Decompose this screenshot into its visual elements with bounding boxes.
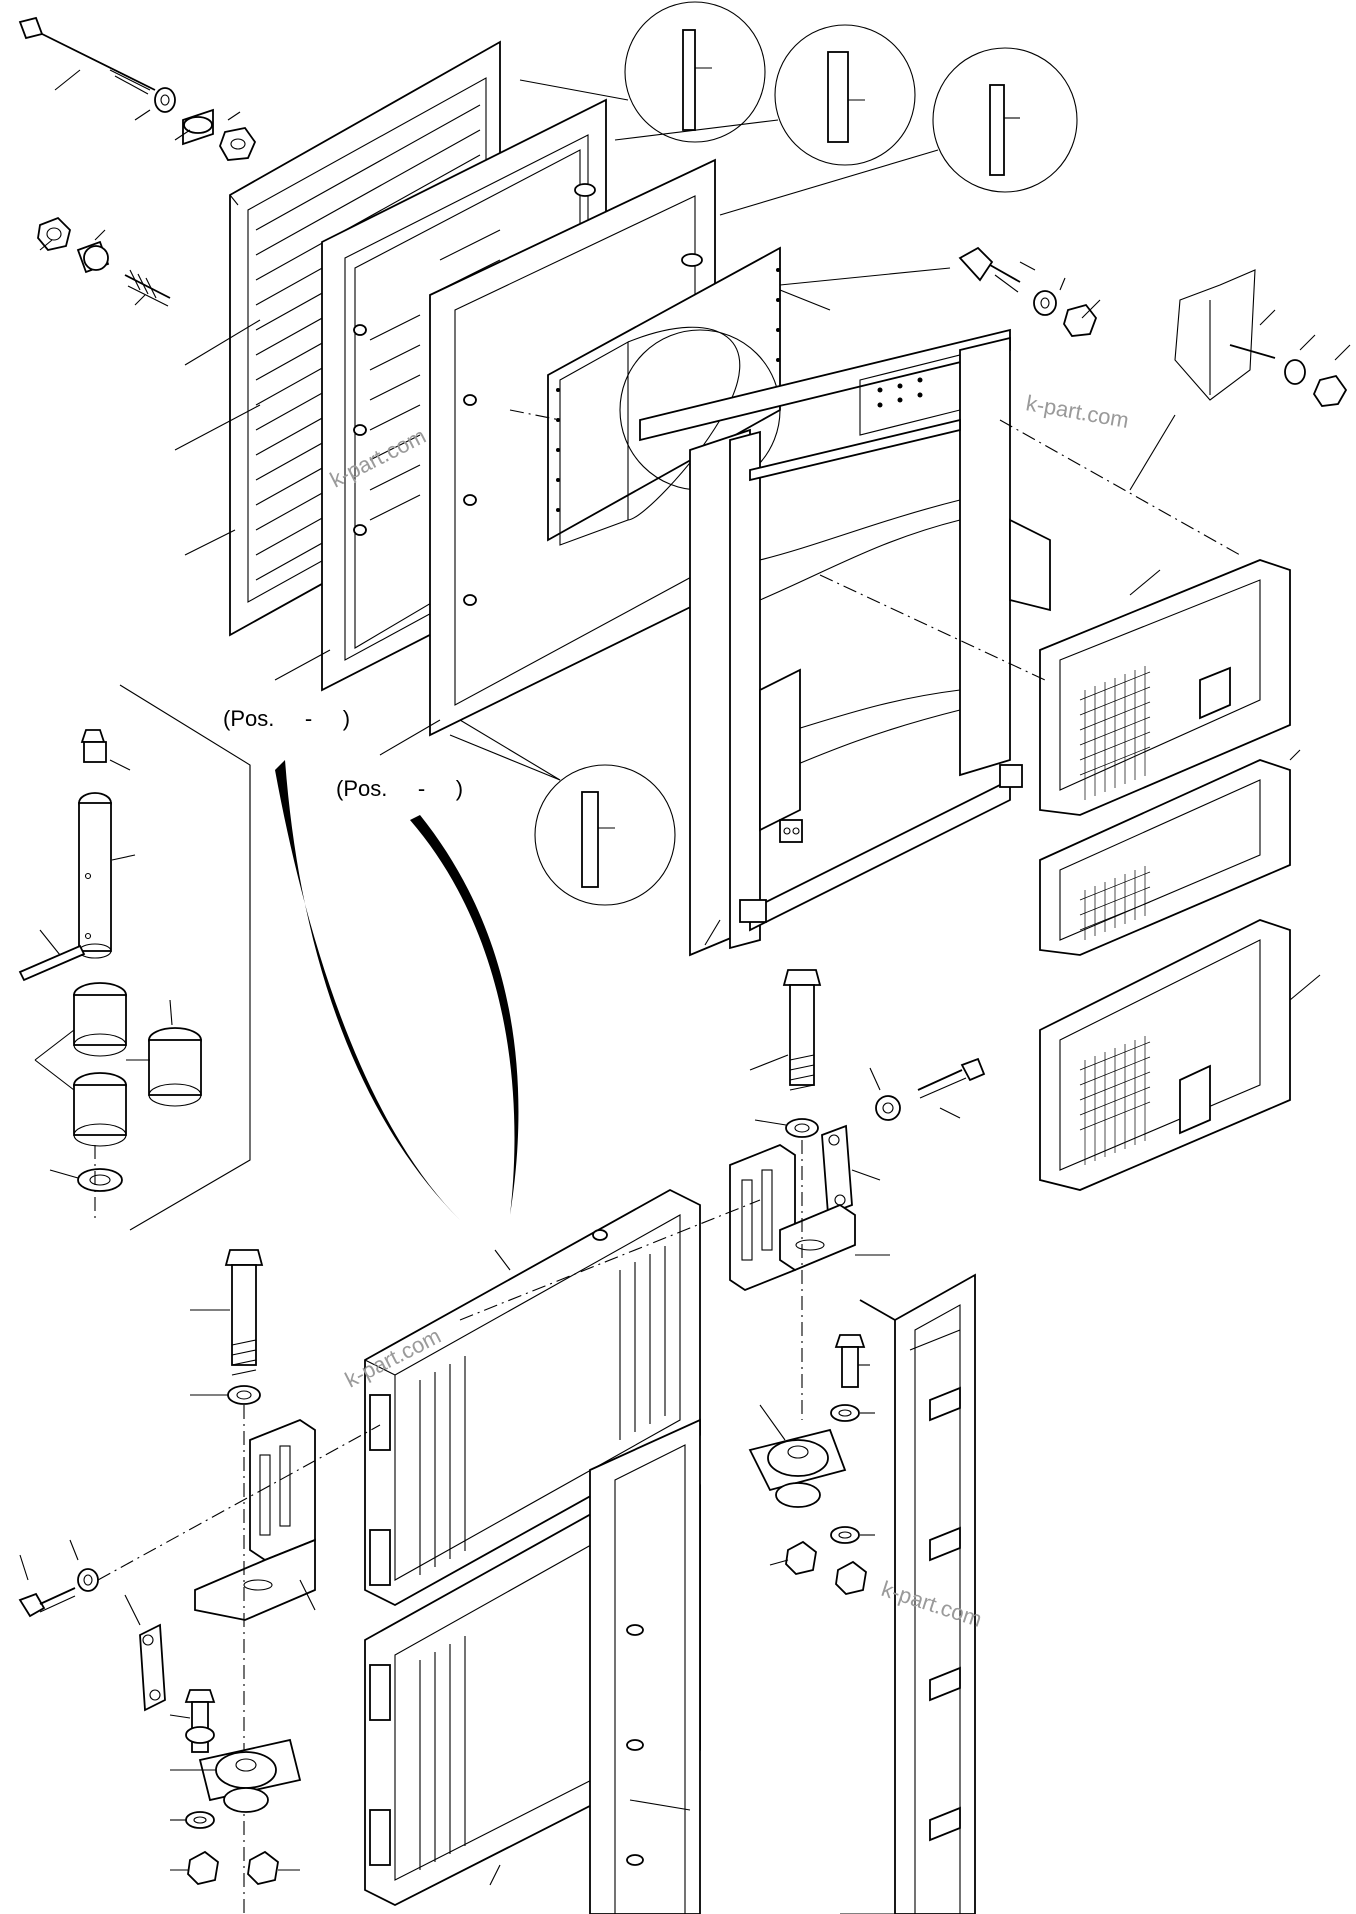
dashdot-centerline-7	[459, 1199, 761, 1321]
section-detail-circle-3	[719, 47, 1078, 216]
long-bolt-assembly	[18, 16, 257, 161]
bushings	[34, 982, 202, 1220]
callout-arrow-right	[410, 815, 519, 1215]
lower-left-short-bolt	[18, 1539, 99, 1618]
mesh-screen-bottom	[1039, 919, 1321, 1191]
main-frame	[639, 328, 1051, 957]
section-detail-circle-1	[519, 1, 766, 143]
bracket-stud-detail	[1129, 269, 1351, 491]
detail-box-outline	[119, 684, 251, 1231]
fan-shroud	[547, 246, 951, 546]
lower-left-link-plate	[124, 1594, 166, 1712]
watermark-2: k-part.com	[1024, 390, 1131, 433]
center-mount-hardware	[748, 1334, 875, 1595]
lower-left-angle-bracket	[194, 1418, 316, 1621]
lower-left-mount-hardware	[169, 1689, 302, 1885]
center-long-bolt	[749, 969, 822, 1138]
dashdot-centerline-4	[97, 1424, 381, 1581]
upright-frame-center	[589, 1418, 701, 1914]
center-link-plate	[821, 1124, 881, 1216]
stud-spacer-nut	[37, 216, 171, 307]
lower-left-long-bolt	[190, 1249, 264, 1405]
center-angle-bracket	[729, 1143, 890, 1292]
dashdot-centerline-2	[819, 574, 1046, 681]
upper-cooler-core	[364, 1188, 701, 1607]
upright-frame-right	[840, 1273, 976, 1914]
dashdot-centerline-1	[999, 419, 1241, 556]
pin-assembly	[18, 729, 136, 982]
callout-pos-left: (Pos. - )	[223, 706, 350, 731]
bolt-washer-nut	[958, 246, 1101, 337]
center-short-bolt	[869, 1057, 986, 1121]
callout-pos-right: (Pos. - )	[336, 776, 463, 801]
callout-arrow-left	[275, 760, 460, 1220]
section-detail-circle-4	[449, 734, 676, 906]
mesh-screen-top	[1039, 559, 1291, 816]
section-detail-circle-2	[614, 24, 916, 166]
dashdot-centerline-3	[509, 409, 561, 421]
mesh-screen-middle	[1039, 749, 1301, 956]
